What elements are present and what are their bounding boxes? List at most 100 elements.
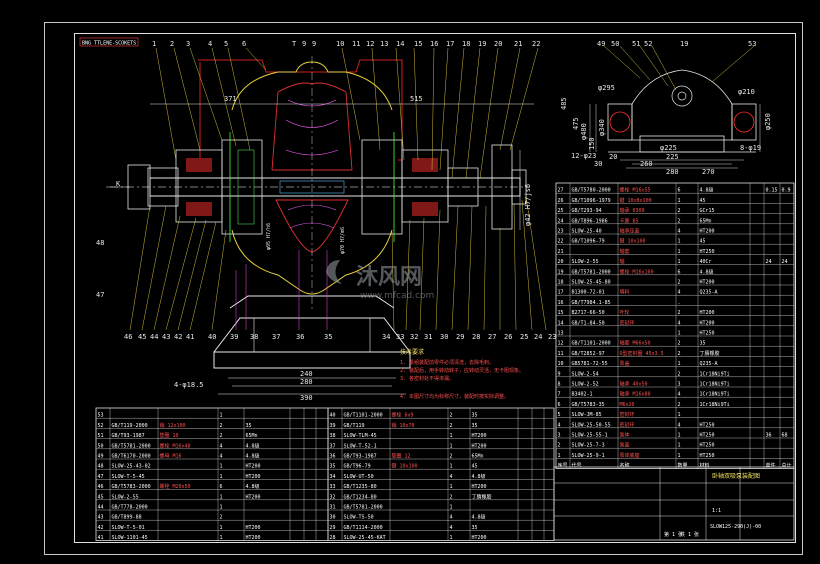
table-cell: HT200 [700,229,715,235]
table-cell: 44 [98,505,104,511]
table-cell: HT200 [246,464,261,470]
table-cell: HT200 [472,484,487,490]
table-cell: GB/T5783-2000 [112,484,151,490]
table-cell: 4.8级 [700,268,714,275]
dim: φ295 [598,84,615,92]
table-cell: 3 [678,382,681,388]
table-cell: 45 [472,464,478,470]
table-cell: 轴承 6309 [620,207,645,214]
table-cell: 4.8级 [472,514,486,521]
section-mark-k: K [116,180,121,188]
table-cell: GB/T93-1987 [112,433,145,439]
section-view [106,47,547,395]
table-cell: 34 [330,474,336,480]
technical-notes: 技术要求 1. 泵组装配前零件必须清洗，去除毛刺。 2. 装配后，用手转动转子，… [400,348,524,400]
table-cell: 2 [678,280,681,286]
table-cell: 38 [330,433,336,439]
table-cell: 1 [220,505,223,511]
table-cell: 4 [450,474,453,480]
table-cell: 4 [450,525,453,531]
table-cell: 1 [220,413,223,419]
table-cell: 35 [246,423,252,429]
balloon: 21 [514,40,522,48]
table-cell: 35 [472,413,478,419]
table-cell: 45 [98,494,104,500]
table-cell: 43 [98,515,104,521]
table-cell: SLOW-25-9-1 [572,453,605,459]
table-cell: 1Cr18Ni9Ti [700,382,730,388]
table-cell: SLOW-25-7-3 [572,443,605,449]
table-cell: 40 [330,413,336,419]
table-cell: 2 [220,433,223,439]
table-cell: 37 [330,443,336,449]
dim: φ250 [764,113,772,130]
table-cell: GB/T2852-97 [572,351,605,357]
table-cell: 4.8级 [700,187,714,194]
table-cell: 材料 [700,462,710,469]
table-cell: 35 [472,423,478,429]
table-cell: 1 [678,331,681,337]
table-cell: 9 [558,371,561,377]
table-cell: 33 [330,484,336,490]
table-cell: SLOW-25-45-KAT [344,535,386,541]
balloon: 33 [396,333,404,341]
dim: 485 [560,97,568,110]
note-line: 1. 泵组装配前零件必须清洗，去除毛刺。 [400,359,494,366]
table-cell: 36 [766,433,772,439]
table-cell: GB5781-72-55 [572,361,608,367]
table-cell: SLOW-T-52-1 [344,443,377,449]
table-cell: 1 [450,443,453,449]
table-cell: 1 [678,239,681,245]
dim: 8-φ19 [740,144,761,152]
table-cell: 26 [558,198,564,204]
table-cell: SLOW-UT-50 [344,474,374,480]
dim: 260 [640,160,653,168]
table-cell: 1 [220,494,223,500]
table-cell: 轴套 [620,248,630,255]
table-cell: 螺栓 M20x50 [160,483,191,490]
table-cell: HT200 [472,535,487,541]
table-cell: GB/T5781-2000 [112,443,151,449]
side-view-labels: 49 50 51 52 53 19 φ295 φ210 φ250 φ340 φ4… [560,40,772,176]
drawing-inner-border [74,33,796,543]
table-cell: 代号 [572,462,582,469]
table-cell: 8 [558,382,561,388]
table-cell: 31 [330,505,336,511]
balloon: 22 [532,40,540,48]
watermark: 沐风网 www.mfcad.com [326,260,434,301]
balloon: 20 [494,40,502,48]
table-cell: 轴 [620,258,625,265]
balloon: 40 [208,333,216,341]
table-cell: GB/T119-2000 [112,423,148,429]
table-cell: 键 10x100 [620,238,646,245]
table-cell: 单件 [766,462,776,469]
balloon: 11 [352,40,360,48]
table-cell: 29 [330,525,336,531]
table-cell: 24 [558,218,564,224]
table-cell: SLOW-1101-45 [112,535,148,541]
table-cell: 1 [450,464,453,470]
table-cell: GB/T896-1986 [572,218,608,224]
balloon: 42 [174,333,182,341]
dim-390: 390 [300,394,313,402]
table-cell: 轴承 M16x80 [620,391,651,398]
table-cell: Q235-A [700,290,718,296]
dim: φ210 [738,88,755,96]
table-cell: GB/T899-88 [112,515,142,521]
dim-fit-1: φ95 H7/h6 [266,223,272,250]
table-cell: 22 [558,239,564,245]
table-cell: B2717-66-50 [572,310,605,316]
balloon: 29 [456,333,464,341]
balloon: 16 [430,40,438,48]
table-cell: HT200 [472,433,487,439]
table-cell: 2 [678,310,681,316]
dim: φ225 [660,144,677,152]
table-cell: SLOW-2-55 [112,494,139,500]
balloon: 5 [224,40,228,48]
top-balloons: 1 2 3 4 5 6 T 9 9 10 11 12 13 14 15 16 1… [152,40,540,48]
table-cell: 1 [450,433,453,439]
table-cell: 24 [782,259,788,265]
table-cell: 35 [330,464,336,470]
